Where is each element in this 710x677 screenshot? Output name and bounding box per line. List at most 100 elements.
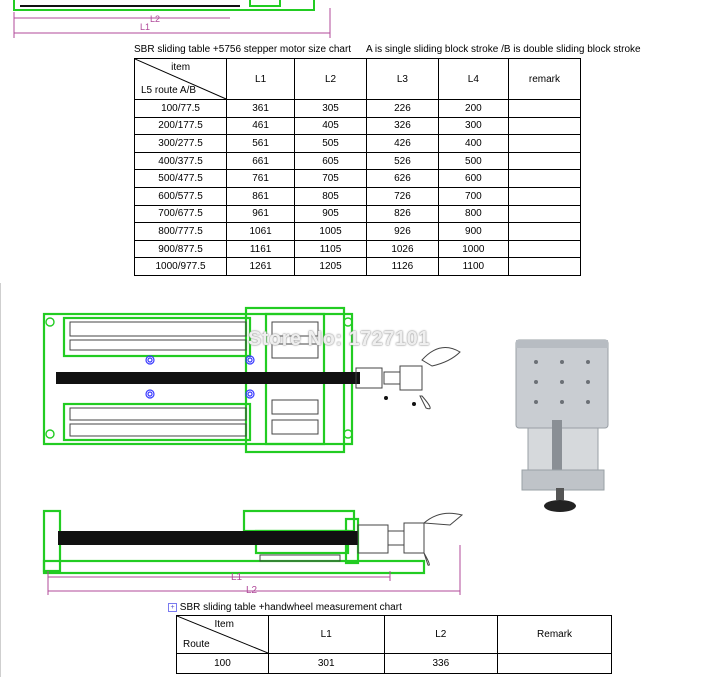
cell: 326 [365, 116, 439, 136]
top-l1-label: L1 [140, 22, 150, 32]
ball-screw [56, 372, 360, 384]
cell: 905 [294, 204, 367, 224]
cell: 405 [294, 116, 367, 136]
cell: 600 [437, 169, 509, 188]
cell [507, 257, 582, 276]
cell [507, 186, 582, 206]
diagonal-line [177, 616, 268, 653]
cell: 400 [437, 134, 509, 153]
table2-header-item: Item [214, 619, 234, 630]
top-view-drawing [42, 306, 461, 454]
cell: 626 [365, 169, 439, 188]
cell [507, 204, 582, 224]
table1-col-header: L1 [226, 58, 296, 100]
cell: 1161 [226, 239, 296, 259]
cell [507, 222, 582, 241]
cell: 526 [365, 151, 439, 171]
side-view-drawing [42, 509, 464, 595]
cell: 336 [383, 653, 499, 674]
table1-caption: SBR sliding table +5756 stepper motor si… [134, 44, 352, 55]
cell [497, 653, 612, 674]
cell: 900/877.5 [133, 239, 228, 259]
ball-screw-side [58, 531, 358, 545]
cell: 1000 [437, 239, 509, 259]
top-partial-drawing: L1 L2 [13, 0, 331, 38]
cell: 100/77.5 [133, 99, 228, 118]
cell [507, 239, 582, 259]
cell: 1205 [294, 257, 367, 276]
cell [507, 99, 582, 118]
cell: 800/777.5 [133, 222, 228, 241]
table2-header-diag-cell: Item Route [176, 615, 269, 654]
cell: 1100 [437, 257, 509, 276]
cell: 305 [294, 99, 367, 118]
cell: 826 [365, 204, 439, 224]
cell: 1026 [365, 239, 439, 259]
cell: 700/677.5 [133, 204, 228, 224]
table1-col-header: L4 [437, 58, 509, 100]
cell: 726 [365, 186, 439, 206]
cell: 605 [294, 151, 367, 171]
cell: 1005 [294, 222, 367, 241]
table1-header-route: L5 route A/B [141, 85, 197, 96]
cell: 1061 [226, 222, 296, 241]
table2-header-route: Route [183, 639, 210, 650]
table2-col-header: L1 [267, 615, 385, 654]
table1-col-header: remark [507, 58, 582, 100]
cell: 805 [294, 186, 367, 206]
table2-caption-text: SBR sliding table +handwheel measurement… [179, 602, 402, 613]
cell: 861 [226, 186, 296, 206]
table2-col-header: L2 [383, 615, 499, 654]
cell [507, 134, 582, 153]
table2-col-header: Remark [497, 615, 612, 654]
cell: 200/177.5 [133, 116, 228, 136]
cell: 661 [226, 151, 296, 171]
stepper-size-table: item L5 route A/B L1 L2 L3 L4 remark 100… [133, 58, 582, 276]
cell [507, 116, 582, 136]
section-divider [0, 283, 1, 677]
diagonal-line [135, 59, 227, 99]
cell: 800 [437, 204, 509, 224]
cell: 361 [226, 99, 296, 118]
handwheel-measurement-table: Item Route L1 L2 Remark 100 301 336 [176, 615, 612, 674]
cell: 300/277.5 [133, 134, 228, 153]
cell: 700 [437, 186, 509, 206]
table1-note: A is single sliding block stroke /B is d… [366, 44, 641, 55]
cell [507, 169, 582, 188]
cell: 500 [437, 151, 509, 171]
cell: 1105 [294, 239, 367, 259]
cell [507, 151, 582, 171]
cell: 1000/977.5 [133, 257, 228, 276]
cell: 301 [267, 653, 385, 674]
anchor-icon: + [168, 602, 177, 612]
cell: 400/377.5 [133, 151, 228, 171]
table1-col-header: L3 [365, 58, 439, 100]
cell: 505 [294, 134, 367, 153]
table2-caption: + SBR sliding table +handwheel measureme… [168, 602, 402, 613]
table1-header-item: item [171, 62, 191, 73]
table1-header-diag-cell: item L5 route A/B [133, 58, 228, 100]
side-l1-label: L1 [231, 572, 243, 583]
cell: 426 [365, 134, 439, 153]
cell: 1126 [365, 257, 439, 276]
cell: 961 [226, 204, 296, 224]
table2-header-row: Item Route L1 L2 Remark [176, 615, 612, 654]
table-row: 100 301 336 [176, 653, 612, 674]
cell: 600/577.5 [133, 186, 228, 206]
cell: 461 [226, 116, 296, 136]
cell: 100 [176, 653, 269, 674]
cell: 200 [437, 99, 509, 118]
table1-col-header: L2 [294, 58, 367, 100]
cell: 705 [294, 169, 367, 188]
product-photo [515, 339, 609, 512]
cell: 900 [437, 222, 509, 241]
